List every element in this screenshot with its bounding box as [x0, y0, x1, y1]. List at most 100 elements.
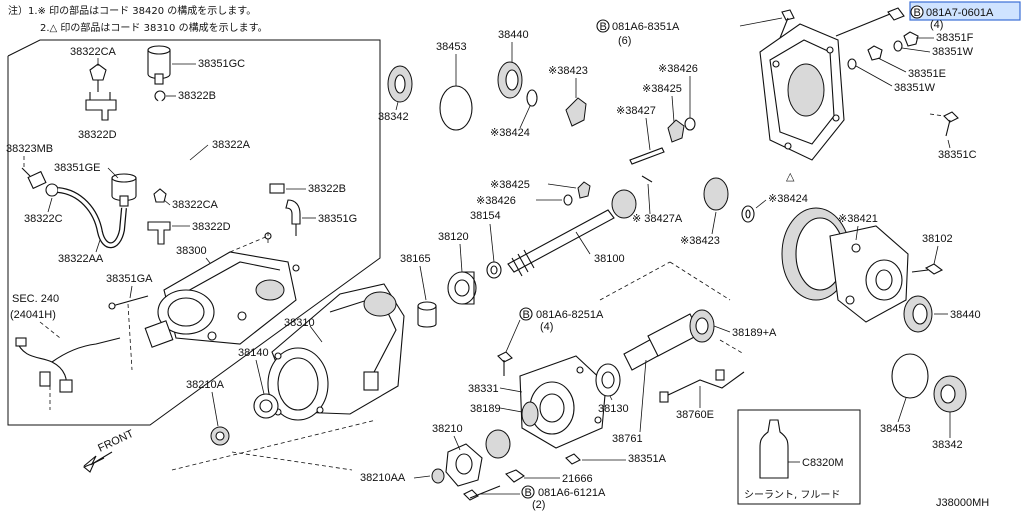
label-38761: 38761 [612, 433, 643, 445]
label-24041H: (24041H) [10, 309, 56, 321]
part-38351W-washer-top[interactable] [893, 40, 903, 52]
label-38351F: 38351F [936, 32, 974, 44]
part-38453-o-ring-bottom[interactable] [891, 353, 929, 399]
highlight-081A7-0601A[interactable] [909, 1, 1021, 21]
part-38310-carrier-housing[interactable] [267, 283, 405, 421]
sealant-caption: シーラント, フルード [744, 489, 840, 501]
part-38421-diff-case-ring-gear[interactable] [781, 207, 909, 323]
part-38130-bearing[interactable] [595, 363, 621, 397]
label-38425-second: ※38425 [490, 179, 530, 191]
part-38426-washer-top[interactable] [684, 117, 696, 131]
part-38322D-bracket-second[interactable] [147, 221, 171, 245]
part-38760E-sensor-wire[interactable] [659, 369, 745, 403]
part-38423-side-gear-second[interactable] [703, 177, 729, 211]
part-38424-washer-second[interactable] [741, 205, 755, 223]
label-38351A: 38351A [628, 453, 667, 465]
part-38300-final-drive-assembly[interactable] [144, 232, 300, 348]
part-38426-washer-second[interactable] [563, 194, 573, 206]
harness-group-box [7, 39, 381, 426]
part-38342-plug-top[interactable] [387, 65, 413, 103]
part-38100-drive-pinion[interactable] [507, 189, 637, 277]
part-38322CA-clip-top[interactable] [89, 63, 107, 92]
label-38426-second: ※38426 [476, 195, 516, 207]
part-38351E-plug[interactable] [867, 45, 883, 61]
part-38440-seal-right[interactable] [903, 295, 933, 333]
part-38189-oil-seal[interactable] [521, 401, 539, 427]
label-38323MB: 38323MB [6, 143, 53, 155]
part-38210A-oil-seal[interactable] [210, 426, 230, 446]
part-38322CA-clip-second[interactable] [153, 188, 167, 203]
part-38322C-clip[interactable] [45, 183, 59, 197]
part-38323MB-sensor[interactable] [21, 167, 47, 190]
label-38120: 38120 [438, 231, 469, 243]
part-38322B-clip-top[interactable] [154, 90, 166, 102]
label-38342-bottom: 38342 [932, 439, 963, 451]
part-38351GC-cap[interactable] [147, 45, 171, 85]
part-38331-side-retainer[interactable] [519, 355, 607, 449]
part-38154-washer[interactable] [486, 261, 502, 279]
label-081A6-8251A-qty: (4) [540, 321, 553, 333]
label-38130: 38130 [598, 403, 629, 415]
part-38165-spacer[interactable] [417, 301, 437, 328]
label-38426-top: ※38426 [658, 63, 698, 75]
label-38322C: 38322C [24, 213, 63, 225]
bolt-081A7-0601A[interactable]: B [910, 5, 924, 19]
part-38210AA-nut[interactable] [431, 468, 445, 484]
part-sec240-harness[interactable] [15, 337, 121, 393]
part-38351F-plug[interactable] [903, 31, 919, 47]
part-21666-clip[interactable] [505, 469, 525, 483]
part-38342-plug-bottom[interactable] [933, 375, 967, 413]
label-38210A: 38210A [186, 379, 225, 391]
part-38440-seal-top[interactable] [497, 61, 523, 99]
label-triangle-marker: △ [786, 171, 795, 183]
bolt-081A6-8251A[interactable]: B [519, 307, 533, 321]
label-38331: 38331 [468, 383, 499, 395]
part-bolt-0601A-drawing[interactable] [835, 7, 905, 37]
part-rear-cover[interactable] [759, 23, 845, 161]
part-38427-pinion-shaft[interactable] [629, 147, 665, 165]
label-081A6-8351A-qty: (6) [618, 35, 631, 47]
label-38351E: 38351E [908, 68, 946, 80]
svg-text:B: B [600, 21, 607, 33]
part-38189A-oil-seal[interactable] [689, 309, 715, 343]
label-081A6-6121A: 081A6-6121A [538, 487, 606, 499]
part-bolt-8251A-drawing[interactable] [497, 351, 513, 376]
part-38761-side-flange[interactable] [623, 313, 701, 371]
part-38427A-lock-pin[interactable] [641, 175, 653, 183]
label-38165: 38165 [400, 253, 431, 265]
part-bolt-8351A-drawing[interactable] [779, 9, 795, 39]
part-bolt-6121A-drawing[interactable] [463, 485, 501, 501]
part-38102-bolt[interactable] [911, 263, 944, 275]
part-38423-side-gear-top[interactable] [565, 97, 587, 127]
part-38453-o-ring-top[interactable] [439, 85, 473, 131]
part-38425-pinion-mate-top[interactable] [667, 119, 685, 143]
part-38424-washer-top[interactable] [526, 89, 538, 107]
label-38322CA-second: 38322CA [172, 199, 219, 211]
label-38322B-second: 38322B [308, 183, 346, 195]
part-38351A-bolt[interactable] [565, 453, 581, 465]
label-38453-top: 38453 [436, 41, 467, 53]
bolt-081A6-6121A[interactable]: B [521, 485, 535, 499]
part-38120-bearing[interactable] [447, 271, 477, 305]
label-081A7-0601A-qty: (4) [930, 19, 943, 31]
part-38351G-elbow[interactable] [285, 199, 301, 236]
part-38351GE-cap[interactable] [111, 173, 137, 207]
label-38351C: 38351C [938, 149, 977, 161]
part-38322D-bracket-top[interactable] [85, 92, 117, 121]
label-C8320M: C8320M [802, 457, 844, 469]
part-38322B-clip-second[interactable] [269, 183, 285, 194]
label-38100: 38100 [594, 253, 625, 265]
bolt-081A6-8351A[interactable]: B [596, 19, 610, 33]
note-line-1: 注）1.※ 印の部品はコード 38420 の構成を示します。 [8, 4, 256, 17]
part-38425-pinion-mate-second[interactable] [577, 181, 591, 199]
part-38351GA-pipe[interactable] [108, 295, 149, 310]
part-C8320M-sealant-tube[interactable] [759, 419, 789, 479]
part-38210-companion-flange[interactable] [445, 429, 511, 487]
part-38351C-bolt[interactable] [943, 111, 959, 137]
part-38351W-washer-bottom[interactable] [847, 58, 857, 70]
label-38102: 38102 [922, 233, 953, 245]
label-38351G: 38351G [318, 213, 357, 225]
part-38140-bearing[interactable] [253, 393, 279, 419]
